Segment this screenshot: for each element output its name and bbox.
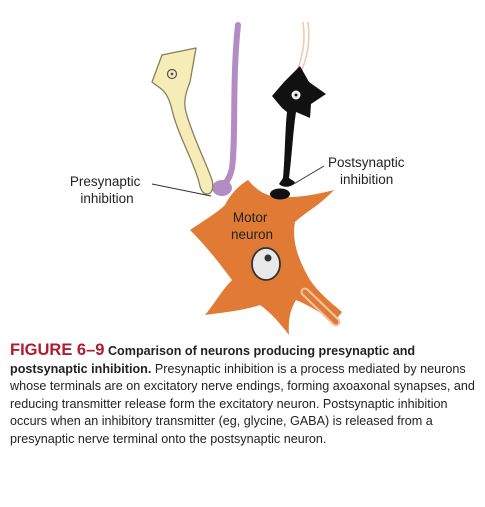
postsynaptic-inhibitory-terminal <box>270 188 290 200</box>
presynaptic-leader-line <box>151 183 212 197</box>
figure-body: Presynaptic inhibition is a process medi… <box>10 361 475 446</box>
axoaxonal-terminal <box>212 180 232 196</box>
figure-caption: FIGURE 6–9 Comparison of neurons produci… <box>10 341 480 448</box>
presynaptic-inhibitory-axon <box>217 22 241 191</box>
motor-neuron-label: Motor neuron <box>231 210 273 242</box>
motor-neuron <box>190 180 342 335</box>
inhibitory-neuron <box>272 66 326 187</box>
postsynaptic-leader-line <box>291 165 325 186</box>
neuron-diagram: Presynaptic inhibition Postsynaptic inhi… <box>70 21 408 335</box>
motor-neuron-nucleus <box>251 247 281 281</box>
figure-title: Comparison of neurons producing presynap… <box>10 344 416 376</box>
presynaptic-label: Presynaptic inhibition <box>70 174 144 206</box>
figure-number: FIGURE 6–9 <box>10 341 105 359</box>
postsynaptic-label: Postsynaptic inhibition <box>328 155 408 187</box>
excitatory-neuron <box>151 47 214 195</box>
